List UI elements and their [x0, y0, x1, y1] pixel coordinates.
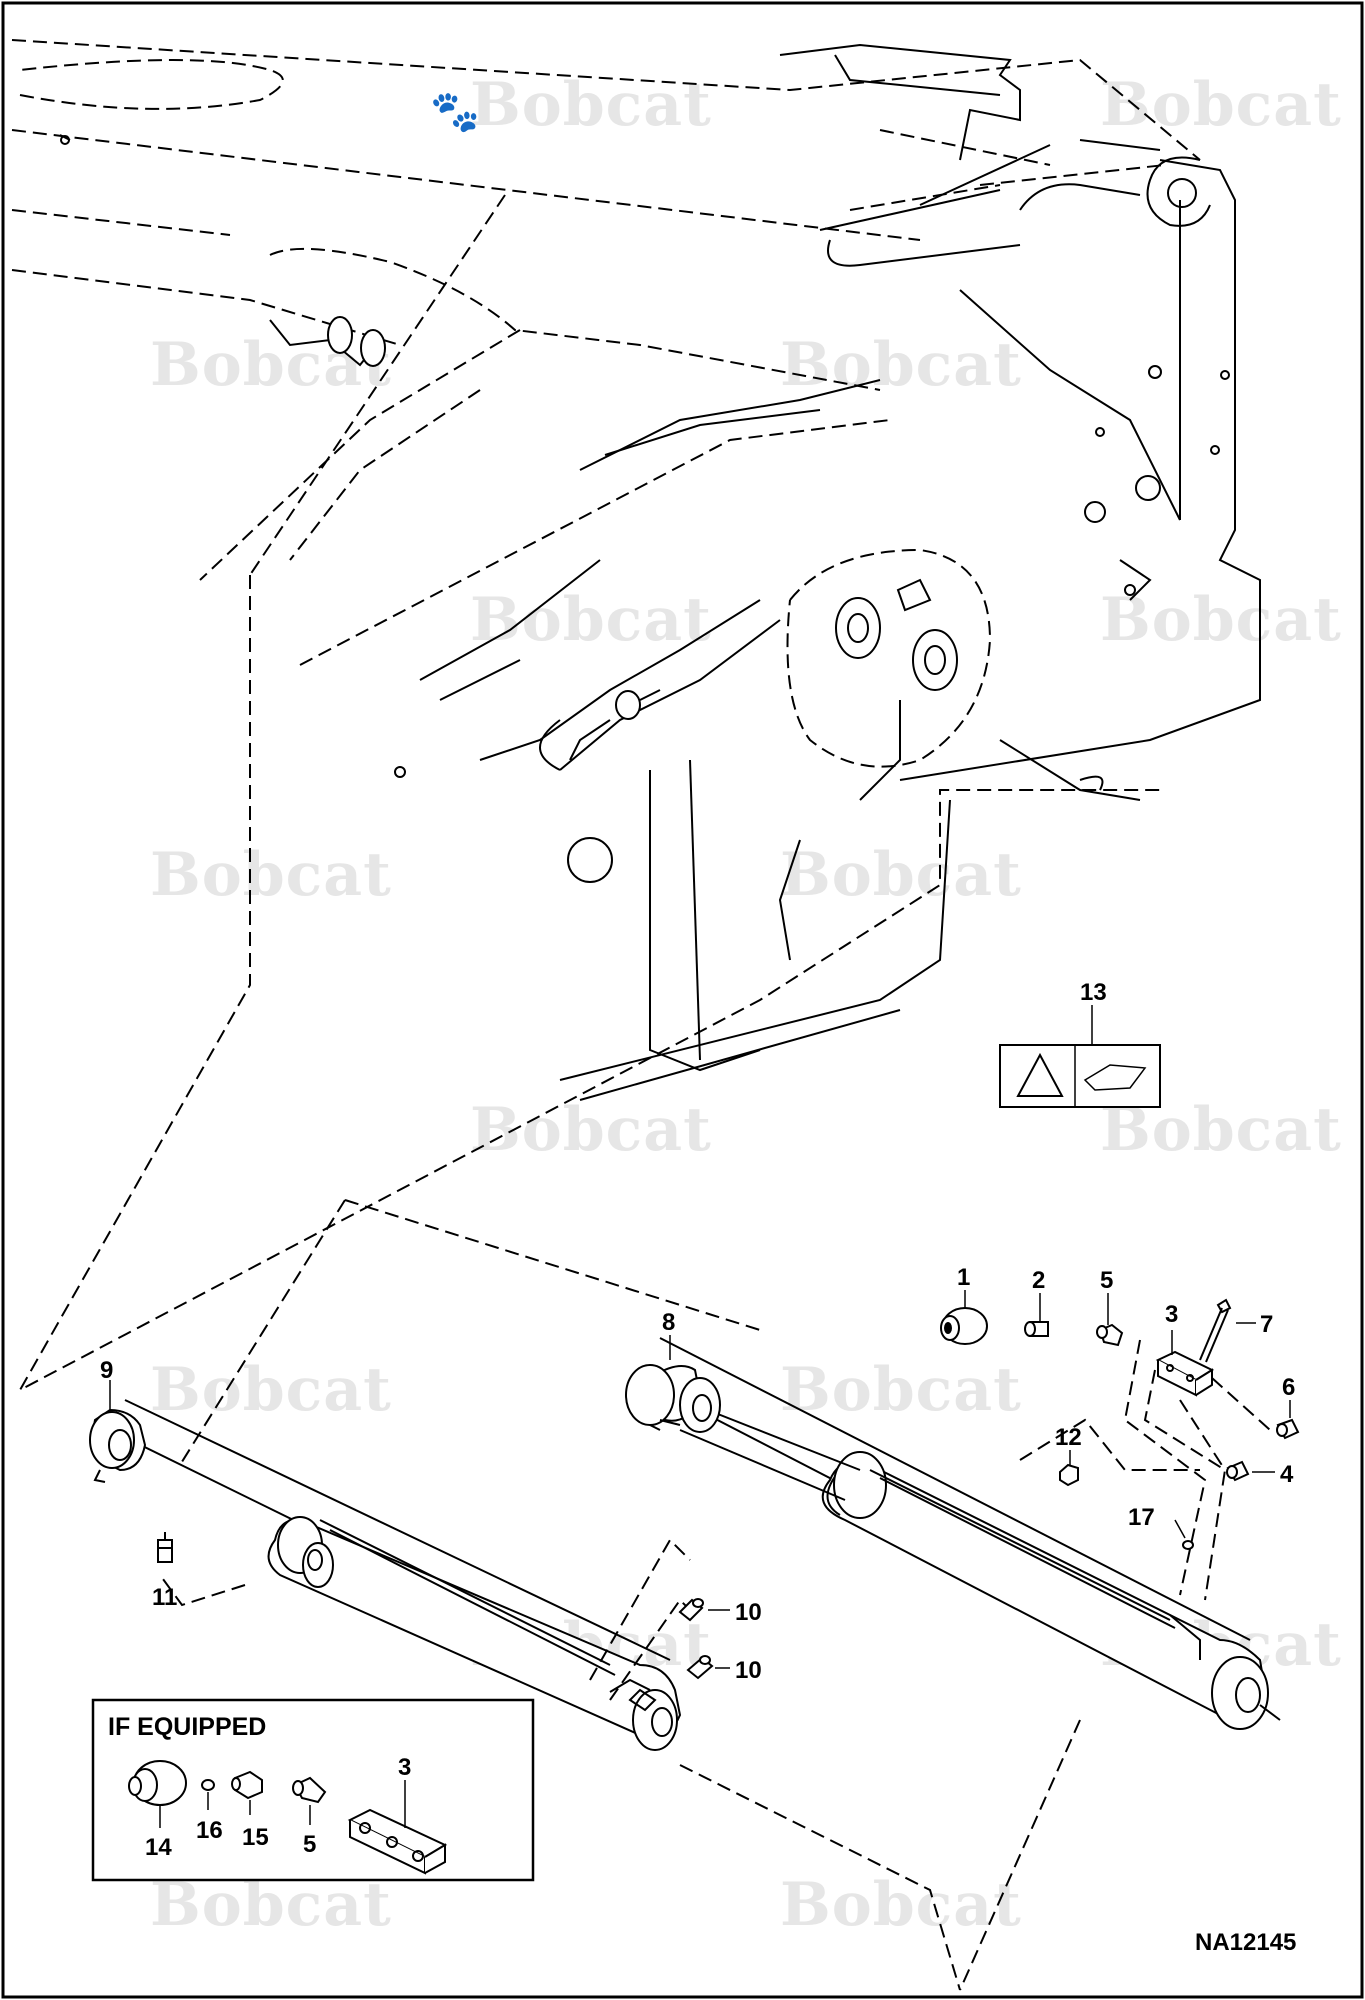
svg-text:Bobcat: Bobcat — [470, 70, 712, 140]
callout-13: 13 — [1080, 979, 1107, 1006]
callout-17: 17 — [1128, 1504, 1155, 1531]
coupler-15 — [231, 1770, 263, 1800]
nut-12 — [1059, 1463, 1079, 1487]
watermark: Bobcat — [470, 1095, 712, 1165]
watermark: Bobcat — [780, 1355, 1022, 1425]
phantom-outline — [1123, 1339, 1207, 1596]
callout-5: 5 — [1100, 1267, 1113, 1294]
fitting-10a — [678, 1598, 704, 1622]
fitting-5-alt — [292, 1776, 327, 1804]
callout-5-alt: 5 — [303, 1831, 316, 1858]
phantom-outline — [159, 1574, 246, 1607]
callout-12: 12 — [1055, 1424, 1082, 1451]
watermark: Bobcat — [150, 840, 392, 910]
figure-id: NA12145 — [1195, 1929, 1296, 1956]
callout-9: 9 — [100, 1357, 113, 1384]
svg-text:Bobcat: Bobcat — [150, 330, 392, 400]
phantom-outline — [17, 575, 1160, 1393]
if-equipped-title: IF EQUIPPED — [108, 1713, 266, 1741]
svg-text:🐾: 🐾 — [430, 88, 481, 135]
phantom-outline — [179, 1199, 346, 1466]
svg-text:Bobcat: Bobcat — [780, 330, 1022, 400]
watermark: Bobcat — [1100, 585, 1342, 655]
watermark: Bobcat — [780, 330, 1022, 400]
callout-4: 4 — [1280, 1461, 1294, 1488]
callout-8: 8 — [662, 1309, 675, 1336]
svg-text:Bobcat: Bobcat — [780, 1355, 1022, 1425]
phantom-outline — [1179, 1399, 1226, 1471]
safety-decal — [999, 1044, 1161, 1108]
watermark: Bobcat — [470, 585, 712, 655]
watermark: Bobcat — [150, 1870, 392, 1940]
lift-cylinder — [625, 1337, 1281, 1730]
callout-3: 3 — [1165, 1301, 1178, 1328]
svg-text:Bobcat: Bobcat — [1100, 70, 1342, 140]
fitting-11 — [157, 1532, 173, 1563]
svg-text:Bobcat: Bobcat — [150, 1355, 392, 1425]
lift-arm-assembly — [11, 39, 1261, 1101]
fitting-5 — [1096, 1323, 1124, 1347]
callout-14: 14 — [145, 1834, 172, 1861]
callout-10b: 10 — [735, 1657, 762, 1684]
watermark: Bobcat — [780, 840, 1022, 910]
callout-10a: 10 — [735, 1599, 762, 1626]
callout-3-alt: 3 — [398, 1754, 411, 1781]
fitting-1 — [940, 1307, 988, 1345]
phantom-outline — [344, 1199, 761, 1331]
bolt-7 — [1199, 1298, 1232, 1363]
watermark: Bobcat🐾 — [430, 70, 712, 140]
callout-1: 1 — [957, 1264, 970, 1291]
svg-text:Bobcat: Bobcat — [470, 1095, 712, 1165]
callout-15: 15 — [242, 1824, 269, 1851]
watermark: Bobcat — [780, 1870, 1022, 1940]
phantom-outline — [1211, 1377, 1271, 1431]
callout-7: 7 — [1260, 1311, 1273, 1338]
fitting-2 — [1024, 1321, 1049, 1337]
phantom-outline — [1143, 1369, 1227, 1601]
callout-2: 2 — [1032, 1267, 1045, 1294]
svg-text:Bobcat: Bobcat — [780, 1870, 1022, 1940]
phantom-outline — [959, 1719, 1081, 1991]
tilt-cylinder — [89, 1399, 682, 1751]
callout-6: 6 — [1282, 1374, 1295, 1401]
block-3-alt — [347, 1808, 448, 1875]
phantom-outline — [249, 194, 506, 576]
fitting-14 — [128, 1760, 187, 1806]
callout-16: 16 — [196, 1817, 223, 1844]
block-3 — [1155, 1350, 1215, 1397]
watermark: Bobcat — [1100, 70, 1342, 140]
fitting-6 — [1276, 1418, 1300, 1440]
phantom-outline — [1019, 1418, 1200, 1471]
svg-text:Bobcat: Bobcat — [1100, 585, 1342, 655]
svg-text:Bobcat: Bobcat — [470, 585, 712, 655]
svg-text:Bobcat: Bobcat — [150, 1870, 392, 1940]
phantom-outline — [589, 1538, 691, 1681]
oring-16 — [201, 1779, 215, 1791]
callout-11: 11 — [152, 1584, 177, 1611]
oring-17 — [1182, 1540, 1194, 1550]
phantom-outline — [679, 1764, 961, 1991]
svg-text:Bobcat: Bobcat — [780, 840, 1022, 910]
warning-icon — [1016, 1052, 1064, 1097]
if-equipped-box: IF EQUIPPED 14 16 — [91, 1698, 535, 1882]
watermark: Bobcat — [150, 1355, 392, 1425]
fitting-4 — [1226, 1460, 1250, 1482]
watermark: Bobcat — [150, 330, 392, 400]
fitting-10b — [686, 1655, 714, 1680]
svg-text:Bobcat: Bobcat — [150, 840, 392, 910]
